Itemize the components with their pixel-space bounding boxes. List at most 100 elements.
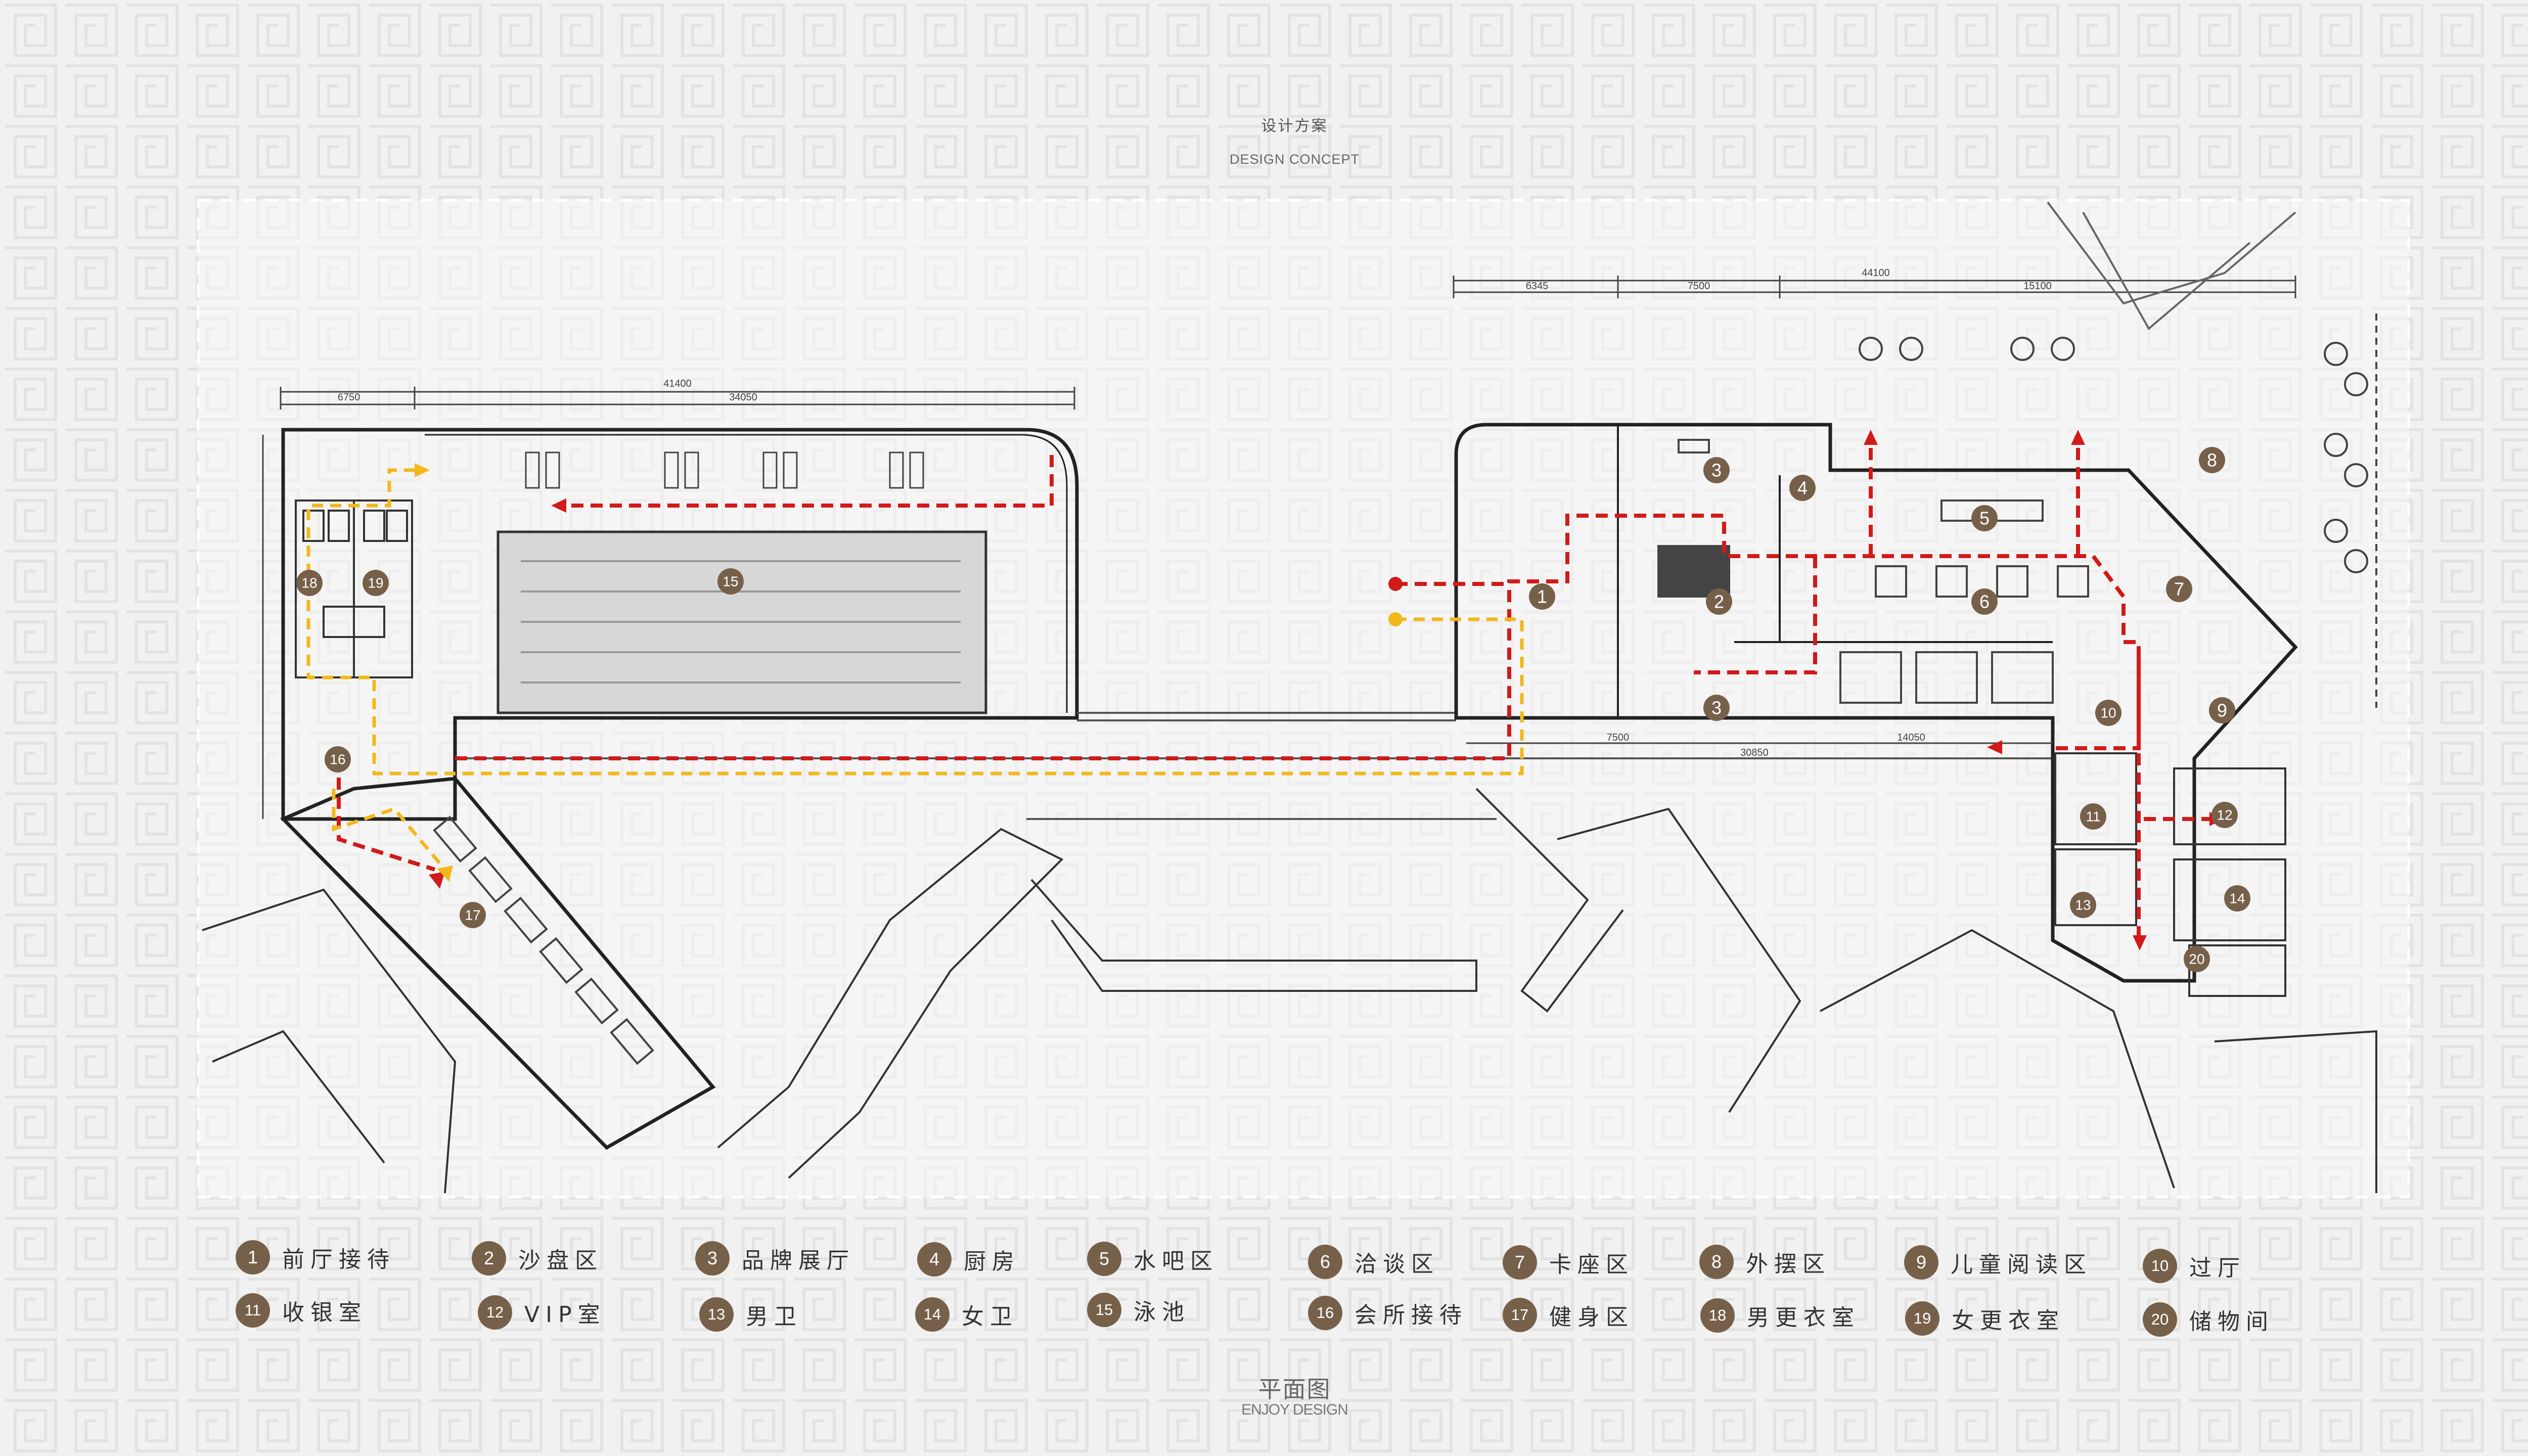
svg-text:3: 3 bbox=[1711, 698, 1722, 718]
outdoor-terrace bbox=[1859, 201, 2377, 708]
svg-text:12: 12 bbox=[2217, 807, 2232, 823]
legend-item-4: 4 厨房 bbox=[917, 1239, 1020, 1280]
legend-badge: 12 bbox=[478, 1295, 512, 1330]
legend-label: 前厅接待 bbox=[282, 1247, 395, 1272]
legend-badge: 8 bbox=[1699, 1245, 1734, 1279]
legend-label: 健身区 bbox=[1549, 1304, 1634, 1330]
legend-label: 厨房 bbox=[964, 1249, 1020, 1275]
dimension-line-left bbox=[262, 387, 1075, 819]
dimension-bottom-b: 14050 bbox=[1897, 732, 1925, 743]
corridor bbox=[455, 712, 2053, 820]
legend-label: 洽谈区 bbox=[1355, 1251, 1439, 1277]
legend-item-1: 1 前厅接待 bbox=[236, 1237, 395, 1278]
page-title: 设计方案 bbox=[1261, 117, 1328, 135]
legend-badge: 4 bbox=[917, 1242, 952, 1277]
svg-text:6: 6 bbox=[1979, 592, 1990, 612]
legend-badge: 13 bbox=[699, 1297, 734, 1332]
svg-text:20: 20 bbox=[2189, 951, 2204, 967]
legend-badge: 18 bbox=[1700, 1298, 1735, 1333]
dimension-bottom-a: 7500 bbox=[1607, 732, 1630, 743]
plan-title: 平面图 bbox=[1258, 1376, 1331, 1403]
marker-13: 13 bbox=[2070, 892, 2096, 918]
dimension-right-c: 15100 bbox=[2023, 281, 2052, 292]
legend-item-6: 6 洽谈区 bbox=[1308, 1242, 1439, 1282]
legend-badge: 19 bbox=[1905, 1301, 1939, 1336]
context-buildings bbox=[202, 788, 2377, 1194]
svg-text:1: 1 bbox=[1537, 586, 1547, 607]
legend-label: 会所接待 bbox=[1355, 1302, 1468, 1328]
svg-text:17: 17 bbox=[465, 907, 480, 923]
page-subtitle: DESIGN CONCEPT bbox=[1229, 152, 1360, 167]
legend-label: 过厅 bbox=[2189, 1255, 2246, 1281]
legend-label: 女更衣室 bbox=[1952, 1308, 2065, 1334]
marker-5: 5 bbox=[1971, 505, 1998, 531]
legend-badge: 16 bbox=[1308, 1296, 1342, 1330]
svg-text:16: 16 bbox=[330, 752, 345, 767]
plan-subtitle: ENJOY DESIGN bbox=[1241, 1401, 1348, 1418]
marker-3b: 3 bbox=[1703, 695, 1730, 721]
marker-20: 20 bbox=[2184, 946, 2210, 972]
legend-item-16: 16 会所接待 bbox=[1308, 1293, 1468, 1333]
svg-text:3: 3 bbox=[1711, 460, 1722, 481]
dimension-left-a: 6750 bbox=[338, 392, 360, 403]
legend-label: 沙盘区 bbox=[518, 1248, 603, 1273]
pool-building bbox=[281, 428, 1079, 821]
marker-18: 18 bbox=[296, 570, 323, 596]
legend-item-3: 3 品牌展厅 bbox=[695, 1238, 855, 1279]
legend-badge: 1 bbox=[236, 1240, 270, 1275]
legend-label: VIP室 bbox=[524, 1302, 606, 1328]
marker-10: 10 bbox=[2095, 700, 2121, 726]
marker-14: 14 bbox=[2224, 885, 2250, 912]
route-yellow bbox=[306, 468, 1524, 871]
svg-text:7: 7 bbox=[2174, 579, 2184, 600]
dimension-bottom-total: 30850 bbox=[1740, 747, 1769, 758]
marker-19: 19 bbox=[363, 570, 389, 596]
legend-badge: 3 bbox=[695, 1241, 730, 1276]
legend-badge: 7 bbox=[1503, 1245, 1537, 1280]
dimension-left-total: 41400 bbox=[663, 378, 692, 389]
marker-12: 12 bbox=[2211, 802, 2238, 828]
marker-17: 17 bbox=[460, 902, 486, 928]
dimension-right-total: 44100 bbox=[1862, 267, 1890, 279]
legend-badge: 6 bbox=[1308, 1245, 1342, 1279]
svg-text:9: 9 bbox=[2217, 700, 2227, 721]
marker-2: 2 bbox=[1706, 588, 1732, 615]
svg-text:15: 15 bbox=[723, 574, 738, 589]
svg-text:4: 4 bbox=[1797, 478, 1808, 498]
svg-text:14: 14 bbox=[2229, 891, 2245, 906]
dimension-line-right bbox=[1453, 276, 2296, 744]
legend-badge: 15 bbox=[1087, 1293, 1121, 1327]
legend-label: 品牌展厅 bbox=[742, 1248, 855, 1273]
marker-15: 15 bbox=[717, 568, 744, 595]
svg-text:10: 10 bbox=[2100, 705, 2116, 721]
gym-wing bbox=[280, 777, 716, 1150]
legend-label: 水吧区 bbox=[1134, 1248, 1218, 1274]
svg-text:5: 5 bbox=[1979, 508, 1990, 529]
marker-8: 8 bbox=[2199, 447, 2225, 473]
club-building bbox=[1454, 423, 2298, 983]
marker-6: 6 bbox=[1971, 588, 1998, 615]
marker-16: 16 bbox=[325, 746, 351, 772]
svg-text:13: 13 bbox=[2075, 897, 2091, 913]
legend-label: 储物间 bbox=[2189, 1309, 2274, 1335]
dimension-left-b: 34050 bbox=[729, 392, 757, 403]
dimension-right-a: 6345 bbox=[1526, 281, 1549, 292]
service-rooms bbox=[2054, 752, 2286, 997]
loungers bbox=[525, 451, 924, 489]
legend-badge: 9 bbox=[1904, 1245, 1938, 1280]
marker-9: 9 bbox=[2209, 697, 2235, 723]
marker-1: 1 bbox=[1529, 583, 1555, 610]
